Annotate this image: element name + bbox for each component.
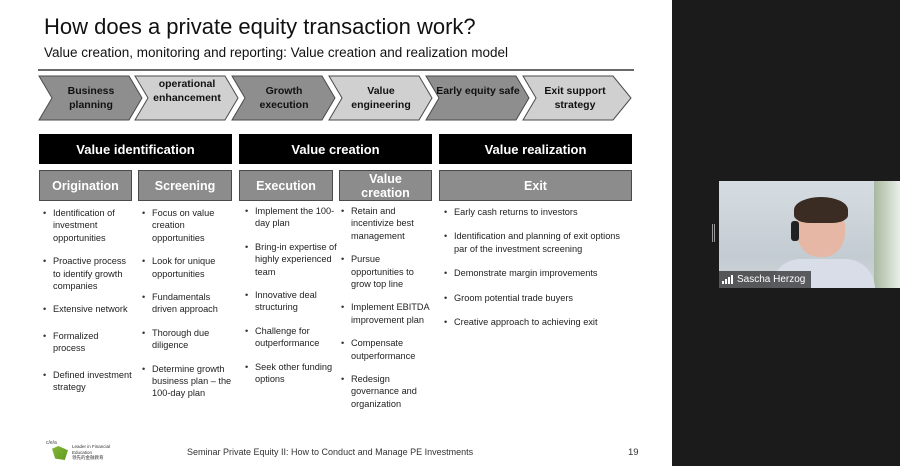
list-item: Redesign governance and organization bbox=[341, 373, 433, 410]
execution-bullet-list: Implement the 100-day plan Bring-in expe… bbox=[245, 205, 337, 385]
chevron-label-exit-support-strategy: Exit support strategy bbox=[532, 84, 618, 112]
page-number: 19 bbox=[628, 447, 639, 458]
chevron-label-value-engineering: Value engineering bbox=[338, 84, 424, 112]
exit-bullet-list: Early cash returns to investors Identifi… bbox=[444, 206, 634, 328]
list-item: Fundamentals driven approach bbox=[142, 291, 236, 316]
list-item: Focus on value creation opportunities bbox=[142, 207, 236, 244]
list-item: Groom potential trade buyers bbox=[444, 292, 634, 304]
column-header-execution: Execution bbox=[239, 170, 333, 201]
list-item: Thorough due diligence bbox=[142, 327, 236, 352]
column-header-value-creation: Value creation bbox=[339, 170, 432, 201]
participant-name: Sascha Herzog bbox=[737, 274, 805, 285]
list-item: Implement EBITDA improvement plan bbox=[341, 301, 433, 326]
phase-header-value-creation: Value creation bbox=[239, 134, 432, 164]
signal-bars-icon bbox=[722, 275, 733, 284]
list-item: Bring-in expertise of highly experienced… bbox=[245, 241, 337, 278]
list-item: Retain and incentivize best management bbox=[341, 205, 433, 242]
list-item: Identification and planning of exit opti… bbox=[444, 230, 634, 255]
presentation-slide: How does a private equity transaction wo… bbox=[0, 0, 672, 466]
logo-text: Leader in Financial Education bbox=[72, 444, 120, 455]
phase-header-value-realization: Value realization bbox=[439, 134, 632, 164]
origination-bullet-list: Identification of investment opportuniti… bbox=[43, 207, 133, 393]
column-header-screening: Screening bbox=[138, 170, 232, 201]
screening-bullet-list: Focus on value creation opportunities Lo… bbox=[142, 207, 236, 400]
column-header-exit: Exit bbox=[439, 170, 632, 201]
chevron-label-growth-execution: Growth execution bbox=[241, 84, 327, 112]
chevron-label-business-planning: Business planning bbox=[48, 84, 134, 112]
phase-header-value-identification: Value identification bbox=[39, 134, 232, 164]
list-item: Extensive network bbox=[43, 303, 133, 315]
list-item: Look for unique opportunities bbox=[142, 255, 236, 280]
participant-video-tile[interactable]: Sascha Herzog bbox=[719, 181, 900, 288]
footer-text: Seminar Private Equity II: How to Conduc… bbox=[187, 447, 473, 457]
list-item: Defined investment strategy bbox=[43, 369, 133, 394]
list-item: Seek other funding options bbox=[245, 361, 337, 386]
list-item: Innovative deal structuring bbox=[245, 289, 337, 314]
chevron-label-operational-enhancement: operational enhancement bbox=[144, 77, 230, 105]
list-item: Early cash returns to investors bbox=[444, 206, 634, 218]
list-item: Proactive process to identify growth com… bbox=[43, 255, 133, 292]
list-item: Pursue opportunities to grow top line bbox=[341, 253, 433, 290]
headset-icon bbox=[791, 221, 799, 241]
list-item: Demonstrate margin improvements bbox=[444, 267, 634, 279]
list-item: Determine growth business plan – the 100… bbox=[142, 363, 236, 400]
logo-small-text: c/e/a bbox=[46, 440, 57, 446]
participant-name-tag: Sascha Herzog bbox=[719, 271, 811, 288]
logo-subtext: 领先的金融教育 bbox=[72, 455, 120, 461]
video-window-area bbox=[874, 181, 900, 288]
list-item: Creative approach to achieving exit bbox=[444, 316, 634, 328]
resize-handle[interactable] bbox=[712, 224, 715, 242]
list-item: Formalized process bbox=[43, 330, 133, 355]
leaf-logo-icon bbox=[52, 446, 68, 460]
cfa-logo: c/e/a Leader in Financial Education 领先的金… bbox=[46, 440, 116, 462]
value-creation-bullet-list: Retain and incentivize best management P… bbox=[341, 205, 433, 410]
list-item: Identification of investment opportuniti… bbox=[43, 207, 133, 244]
list-item: Challenge for outperformance bbox=[245, 325, 337, 350]
list-item: Implement the 100-day plan bbox=[245, 205, 337, 230]
participant-hair bbox=[794, 197, 848, 223]
chevron-shape bbox=[426, 76, 529, 120]
list-item: Compensate outperformance bbox=[341, 337, 433, 362]
column-header-origination: Origination bbox=[39, 170, 132, 201]
chevron-label-early-equity-safe: Early equity safe bbox=[435, 84, 521, 98]
